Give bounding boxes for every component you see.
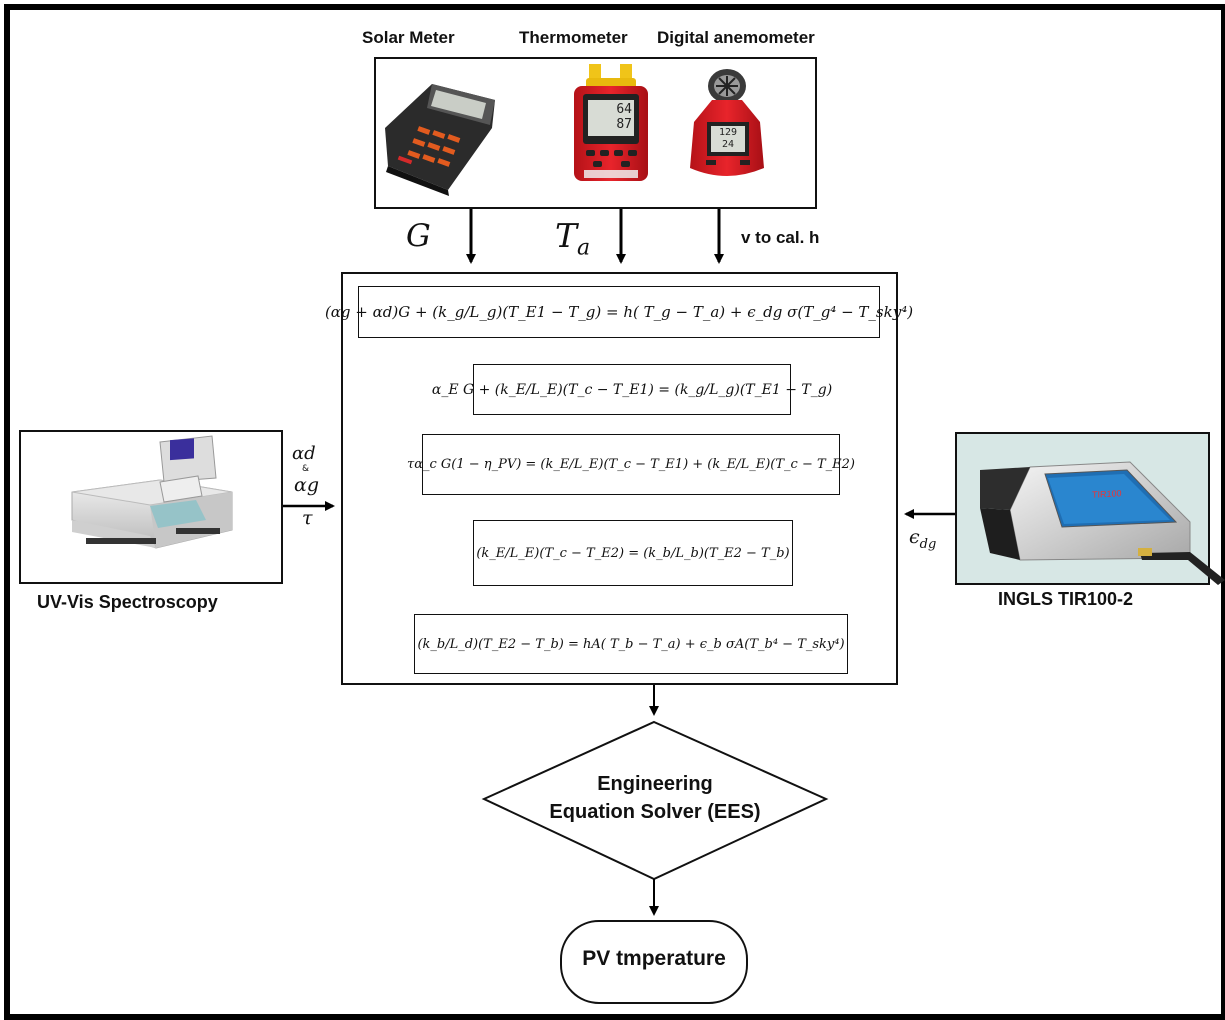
anemometer-label: Digital anemometer bbox=[657, 28, 815, 47]
equation-2: α_E G + (k_E/L_E)(T_c − T_E1) = (k_g/L_g… bbox=[432, 364, 832, 415]
alpha-d-label: αd bbox=[292, 443, 316, 464]
solar-meter-icon bbox=[385, 84, 495, 196]
ta-symbol: Ta bbox=[555, 216, 590, 261]
anemometer-readout-bottom: 24 bbox=[721, 139, 735, 150]
uv-vis-spectrometer-icon bbox=[71, 435, 233, 549]
anemometer-readout: 129 24 bbox=[712, 127, 744, 151]
solver-line-2: Equation Solver (EES) bbox=[549, 801, 761, 823]
equation-3: τα_c G(1 − η_PV) = (k_E/L_E)(T_c − T_E1)… bbox=[407, 434, 855, 495]
v-label: v to cal. h bbox=[741, 228, 820, 247]
eps-dg-subscript: dg bbox=[919, 536, 937, 552]
solar-meter-label: Solar Meter bbox=[362, 28, 455, 47]
solver-text: Engineering Equation Solver (EES) bbox=[484, 770, 826, 826]
equation-4: (k_E/L_E)(T_c − T_E2) = (k_b/L_b)(T_E2 −… bbox=[473, 520, 793, 586]
eps-dg-label: ϵdg bbox=[909, 526, 936, 552]
solver-line-1: Engineering bbox=[597, 773, 713, 795]
alpha-g-label: αg bbox=[294, 474, 319, 496]
thermometer-label: Thermometer bbox=[519, 28, 628, 47]
g-symbol: G bbox=[406, 218, 431, 254]
thermometer-readout: 64 87 bbox=[590, 102, 632, 132]
thermometer-readout-top: 64 bbox=[616, 102, 632, 117]
ingls-tir100-icon bbox=[980, 461, 1225, 585]
tau-label: τ bbox=[302, 507, 313, 529]
anemometer-icon bbox=[690, 69, 764, 176]
anemometer-readout-top: 129 bbox=[718, 127, 738, 138]
output-terminator bbox=[560, 920, 748, 1004]
ingls-screen-text: TIR100 bbox=[1092, 488, 1122, 500]
ingls-label: INGLS TIR100-2 bbox=[998, 589, 1134, 609]
ampersand-label: & bbox=[302, 464, 310, 474]
output-label: PV tmperature bbox=[582, 947, 726, 970]
equation-1: (αg + αd)G + (k_g/L_g)(T_E1 − T_g) = h( … bbox=[325, 286, 913, 338]
ta-main: T bbox=[555, 216, 578, 255]
eps-dg-main: ϵ bbox=[909, 526, 920, 548]
outer-frame bbox=[4, 4, 1225, 1020]
ta-subscript: a bbox=[577, 235, 591, 261]
thermometer-readout-bottom: 87 bbox=[616, 117, 632, 132]
thermometer-icon bbox=[574, 64, 648, 181]
uv-vis-label: UV-Vis Spectroscopy bbox=[37, 592, 218, 612]
equation-5: (k_b/L_d)(T_E2 − T_b) = hA( T_b − T_a) +… bbox=[414, 614, 848, 674]
